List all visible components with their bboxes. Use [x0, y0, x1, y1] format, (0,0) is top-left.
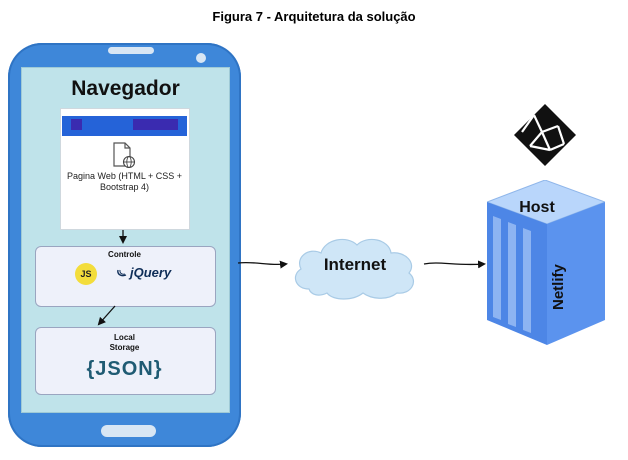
host-label: Host — [519, 199, 555, 216]
browser-bar-square — [71, 119, 82, 130]
controle-box — [35, 246, 216, 307]
webpage-label: Pagina Web (HTML + CSS + Bootstrap 4) — [66, 171, 183, 192]
json-logo: {JSON} — [86, 358, 163, 380]
arrow-controle-to-storage — [97, 305, 116, 326]
local-storage-title-line1: Local — [114, 333, 135, 342]
arrow-internet-to-host — [423, 260, 486, 269]
phone-speaker — [108, 47, 154, 54]
local-storage-box — [35, 327, 216, 395]
phone-camera — [196, 53, 206, 63]
web-document-icon — [113, 142, 136, 169]
netlify-label: Netlify — [550, 264, 567, 310]
local-storage-title: Local Storage — [35, 333, 214, 353]
phone-home-button — [101, 425, 156, 437]
netlify-logo-icon — [514, 104, 576, 166]
controle-title: Controle — [108, 250, 141, 259]
cloud-icon — [294, 238, 414, 300]
host-server-cube — [487, 180, 605, 345]
browser-title: Navegador — [71, 77, 180, 100]
javascript-logo-icon: JS — [75, 263, 97, 285]
browser-bar-rect — [133, 119, 178, 130]
internet-label: Internet — [323, 255, 387, 274]
local-storage-title-line2: Storage — [109, 343, 140, 352]
arrow-phone-to-internet — [237, 260, 288, 269]
figure-caption: Figura 7 - Arquitetura da solução — [212, 9, 416, 24]
jquery-label: jQuery — [130, 265, 172, 280]
jquery-logo-icon — [117, 269, 127, 277]
